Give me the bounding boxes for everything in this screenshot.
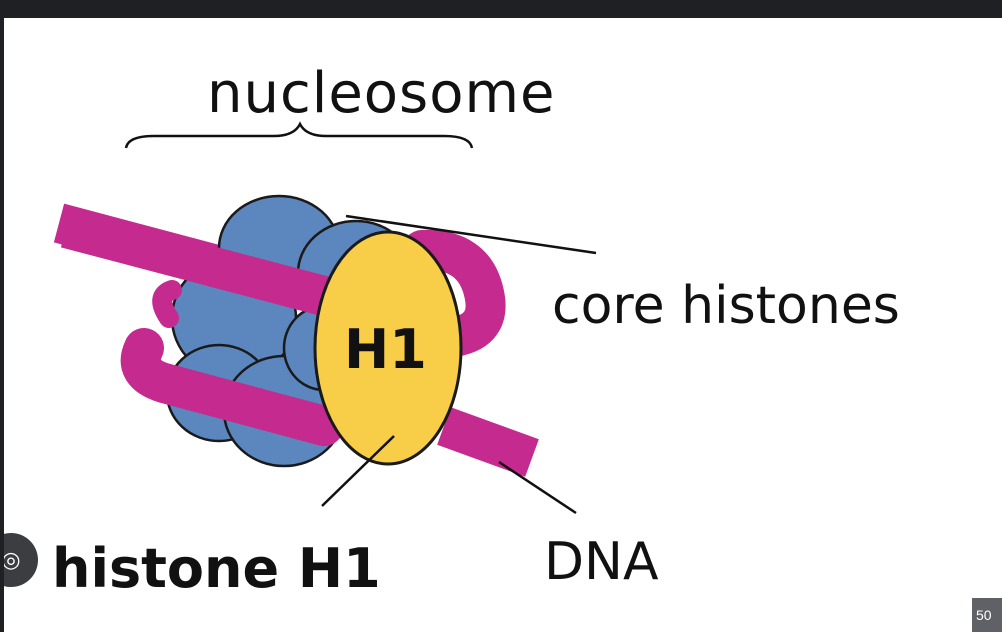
dna-strand-wrap-right [402,229,506,356]
nucleosome-brace [124,121,474,149]
dna-strand-lower [120,328,344,446]
label-histone-h1: histone H1 [52,537,381,600]
dna-strand-upper-front [60,208,345,320]
dna-strand-wrap-left [152,280,182,328]
dna-strand-exit [437,407,539,477]
label-dna: DNA [544,532,659,592]
label-nucleosome: nucleosome [207,61,556,126]
callout-histone-h1 [321,435,395,507]
callout-dna [498,460,577,515]
top-bar [0,0,1002,18]
label-h1: H1 [344,318,427,381]
size-badge: 50 [972,598,1002,632]
image-canvas: nucleosome core histones H1 histone H1 D… [4,18,1002,632]
nucleosome-diagram [53,121,597,515]
label-core-histones: core histones [552,276,900,336]
h1-histone [313,230,463,466]
callout-core-histones [345,214,597,255]
